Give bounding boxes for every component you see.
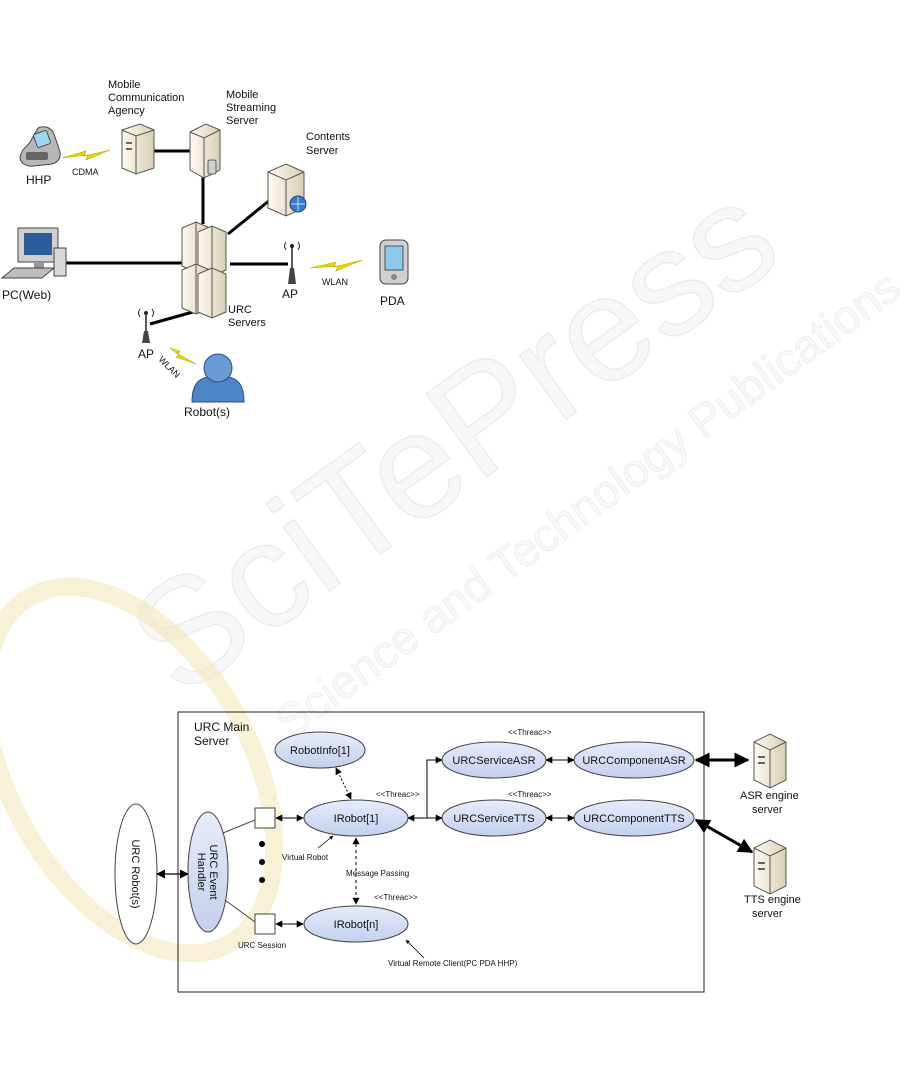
virtual-robot-label: Virtual Robot (282, 853, 329, 862)
component-tts-label: URCComponentTTS (583, 813, 684, 825)
tts-engine-label-1: TTS engine (744, 894, 801, 906)
watermark-swoosh (0, 577, 284, 963)
event-handler-label-2: Handler (195, 853, 207, 892)
label-urc-servers-1: URC (228, 304, 252, 316)
asr-engine-server-icon (753, 733, 787, 789)
pointer-virtual-robot (317, 835, 334, 849)
session-square-n (254, 913, 276, 935)
label-streaming-3: Server (226, 115, 259, 127)
contents-server-icon (267, 163, 307, 217)
service-asr-label: URCServiceASR (452, 755, 535, 767)
frame-title-2: Server (194, 734, 229, 748)
link-handler-session-n (224, 899, 256, 923)
label-pc: PC(Web) (2, 288, 51, 302)
architecture-diagram: URC Main Server URC Robot(s) URC Event H… (114, 711, 801, 993)
urc-robots-label: URC Robot(s) (129, 839, 141, 908)
frame-title-1: URC Main (194, 720, 249, 734)
label-cdma: CDMA (72, 167, 99, 177)
tts-engine-label-2: server (752, 908, 783, 920)
message-passing-label: Message Passing (346, 869, 409, 878)
service-tts-label: URCServiceTTS (453, 813, 534, 825)
irobot-1-label: IRobot[1] (334, 813, 379, 825)
hhp-phone-icon (19, 126, 61, 167)
label-agency-1: Mobile (108, 79, 140, 91)
label-contents-2: Server (306, 145, 339, 157)
label-hhp: HHP (26, 173, 51, 187)
thread-label-3: <<Threac>> (374, 893, 418, 902)
component-asr-label: URCComponentASR (582, 755, 685, 767)
urc-session-label: URC Session (238, 941, 286, 950)
label-wlan-right: WLAN (322, 277, 348, 287)
urc-servers-icon (181, 221, 227, 319)
dot-3 (259, 877, 265, 883)
ap-left-antenna-icon (138, 308, 154, 343)
tts-engine-server-icon (753, 839, 787, 895)
thread-label-2: <<Threac>> (508, 728, 552, 737)
thread-label-1: <<Threac>> (376, 790, 420, 799)
link-robotinfo-irobot (335, 767, 352, 800)
network-diagram: HHP CDMA Mobile Communication Agency Mob… (0, 79, 409, 419)
label-urc-servers-2: Servers (228, 317, 266, 329)
thread-label-4: <<Threac>> (508, 790, 552, 799)
bolt-wlan-right-icon (309, 259, 363, 272)
bolt-cdma-icon (61, 149, 111, 161)
event-handler-label-1: URC Event (207, 844, 219, 899)
link-contents-urc (227, 198, 271, 236)
label-ap-right: AP (282, 287, 298, 301)
virtual-remote-client-label: Virtual Remote Client(PC PDA HHP) (388, 959, 518, 968)
link-handler-session-1 (222, 819, 256, 834)
agency-server-icon (121, 123, 155, 175)
bolt-wlan-left-icon (169, 347, 197, 365)
link-component-tts-engine (694, 818, 754, 854)
label-agency-2: Communication (108, 92, 184, 104)
label-streaming-2: Streaming (226, 102, 276, 114)
label-streaming-1: Mobile (226, 89, 258, 101)
ap-right-antenna-icon (284, 241, 300, 284)
asr-engine-label-2: server (752, 804, 783, 816)
asr-engine-label-1: ASR engine (740, 790, 799, 802)
label-agency-3: Agency (108, 105, 145, 117)
robotinfo-label: RobotInfo[1] (290, 745, 350, 757)
pointer-virtual-remote-client (405, 939, 425, 959)
label-ap-left: AP (138, 347, 154, 361)
robotinfo-ellipse (274, 731, 366, 769)
label-contents-1: Contents (306, 131, 351, 143)
dot-1 (259, 841, 265, 847)
irobot-n-label: IRobot[n] (334, 919, 379, 931)
dot-2 (259, 859, 265, 865)
label-wlan-left: WLAN (157, 354, 182, 379)
label-robots: Robot(s) (184, 405, 230, 419)
label-pda: PDA (380, 294, 405, 308)
session-square-1 (254, 807, 276, 829)
irobot-n-ellipse (303, 905, 409, 943)
pda-icon (379, 239, 409, 285)
robot-person-icon (191, 353, 245, 403)
link-irobot-service-asr (426, 756, 443, 818)
pc-icon (0, 227, 67, 279)
streaming-server-icon (189, 123, 221, 179)
